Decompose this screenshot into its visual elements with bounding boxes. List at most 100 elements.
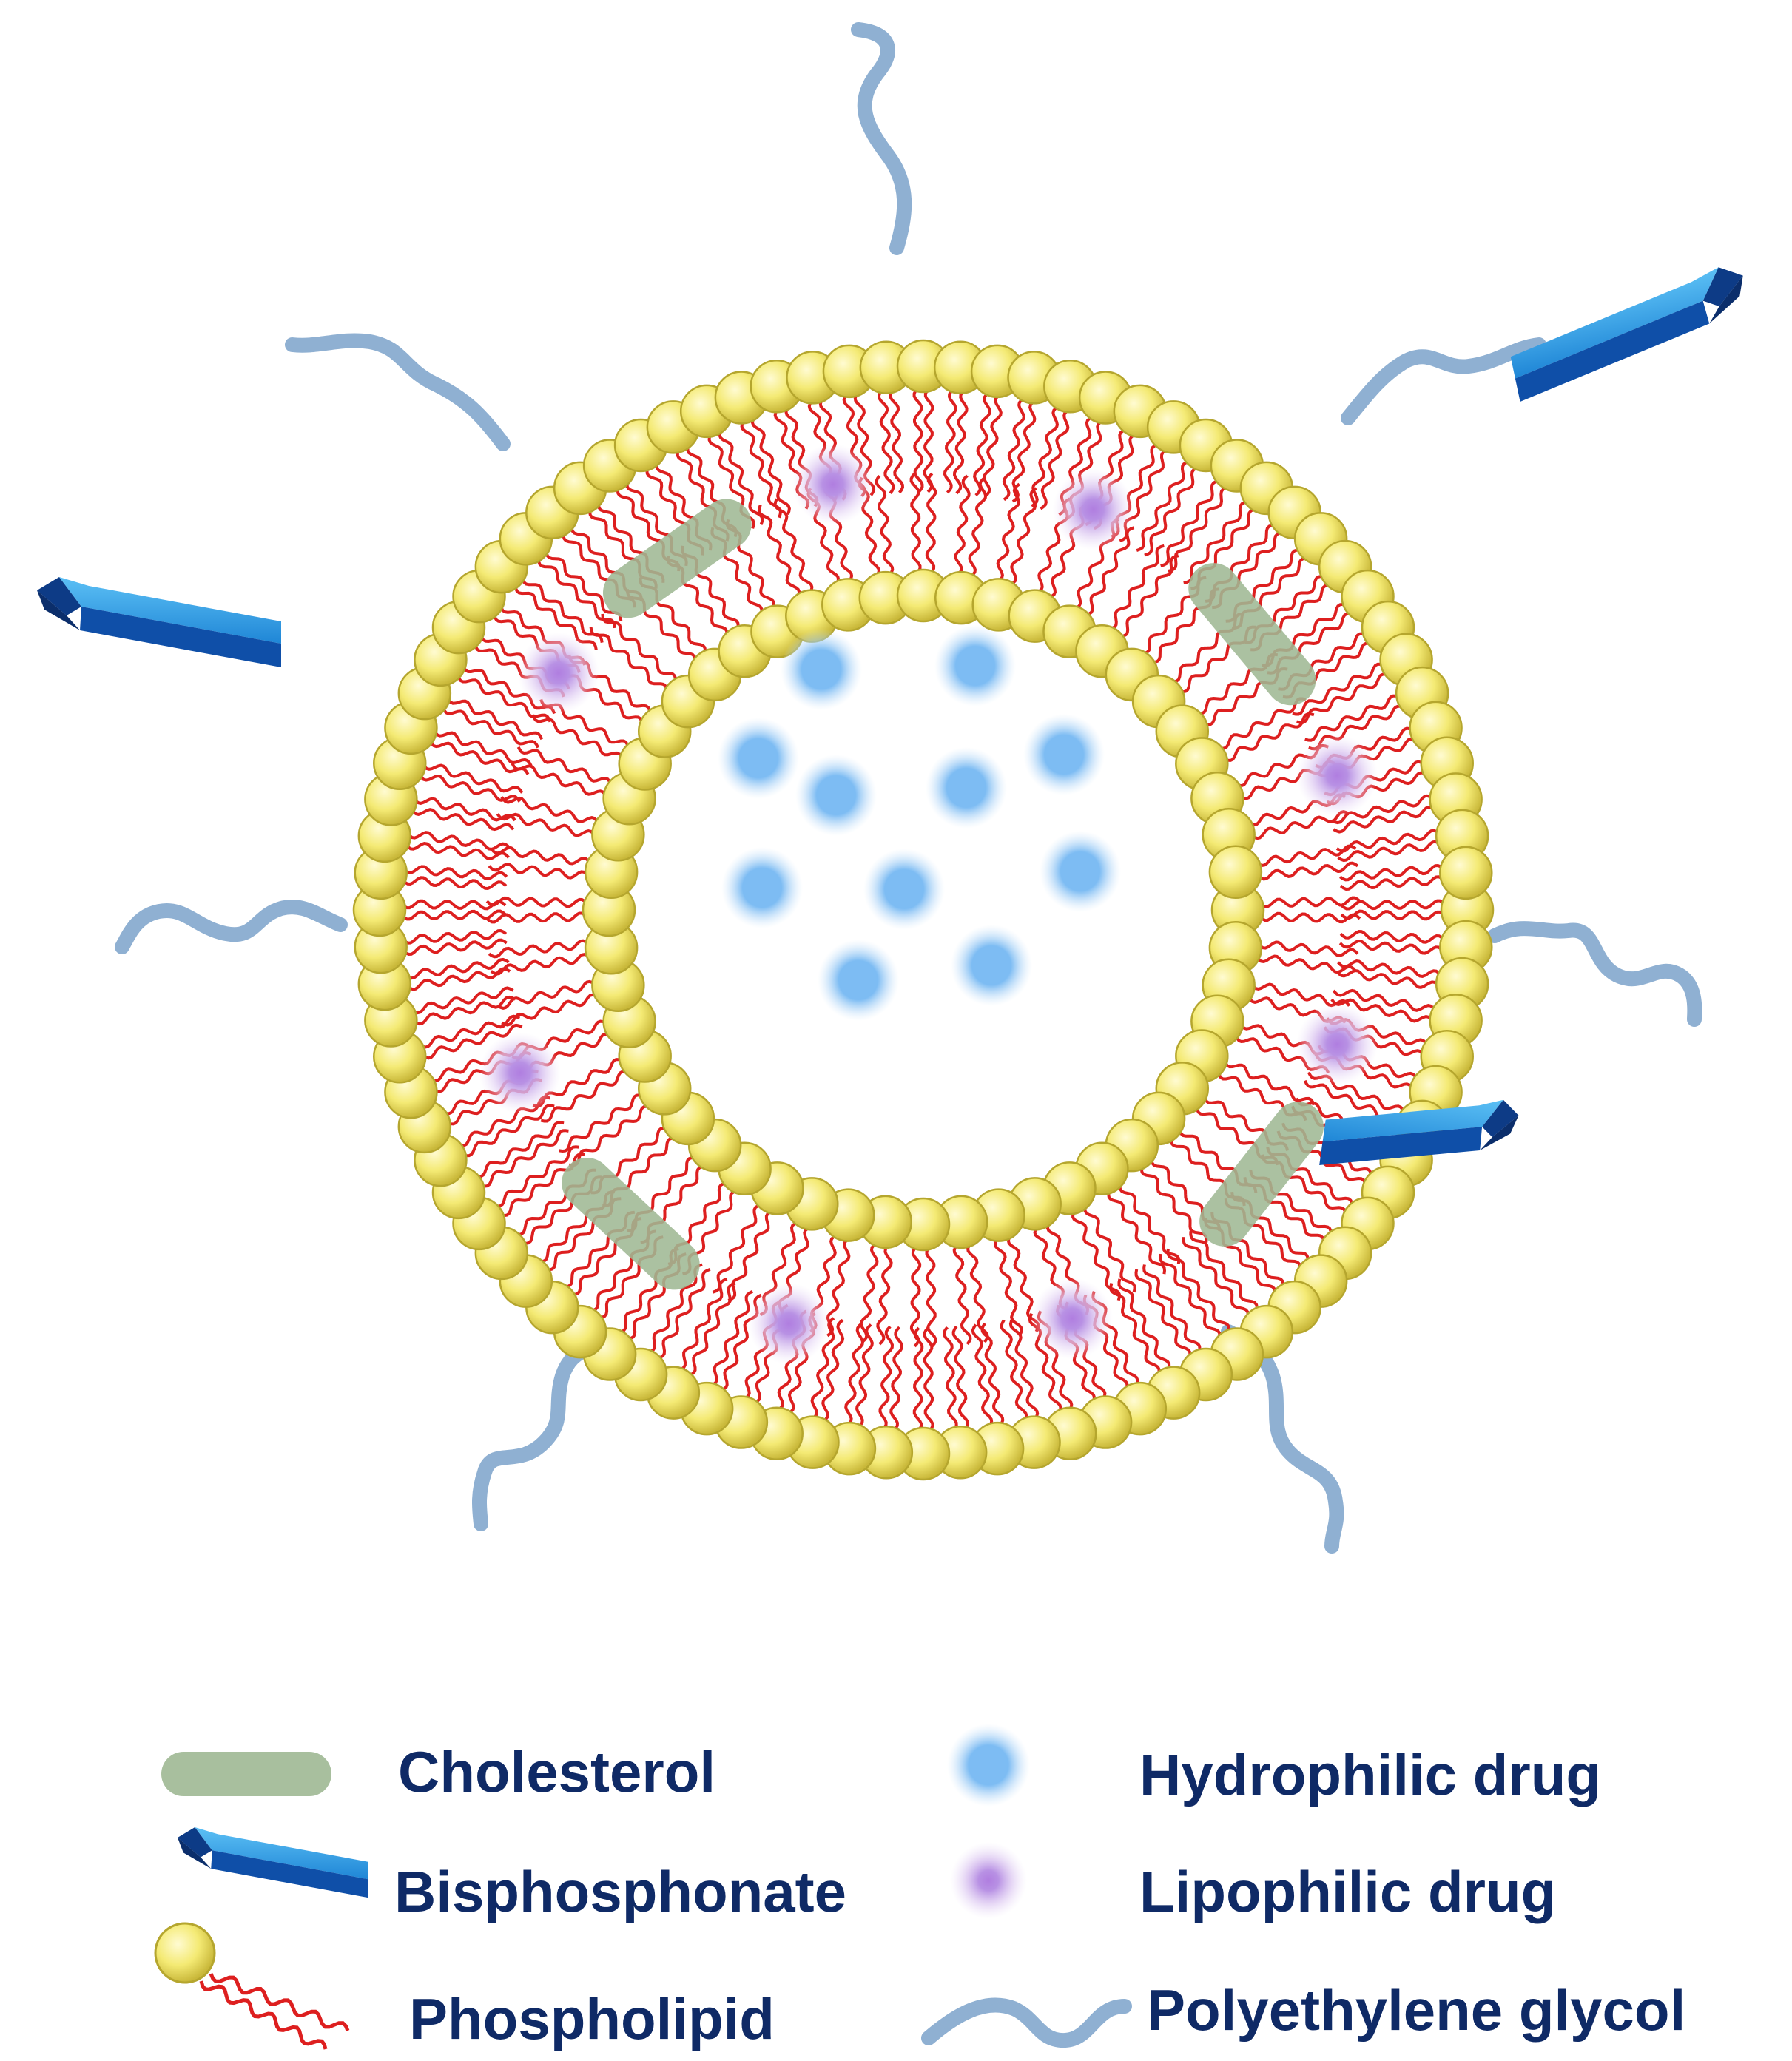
- lipid-tail: [1224, 712, 1315, 762]
- drug-dot-icon: [792, 443, 874, 525]
- drug-dot-icon: [781, 629, 862, 710]
- lipid-tail: [1009, 487, 1037, 587]
- lipid-tail: [1117, 1278, 1171, 1371]
- lipid-tail: [656, 1268, 711, 1360]
- legend-label-lipophilic-drug: Lipophilic drug: [1139, 1859, 1556, 1924]
- lipid-tail: [400, 909, 507, 921]
- lipid-tail: [405, 841, 510, 860]
- lipid-tail: [1006, 1234, 1040, 1332]
- drug-dot-icon: [795, 755, 877, 836]
- lipid-tail: [878, 1325, 895, 1431]
- lipid-tail: [410, 808, 515, 832]
- bisphosphonates: [37, 263, 1759, 1192]
- lipid-tail: [810, 1317, 835, 1421]
- drug-dot-icon: [748, 1283, 830, 1365]
- lipid-tail: [740, 419, 783, 519]
- lipid-tail: [727, 1210, 774, 1302]
- lipid-tail: [1335, 829, 1441, 853]
- drug-dot-icon: [934, 625, 1016, 706]
- lipid-tail: [490, 846, 592, 866]
- lipid-tail: [925, 472, 937, 575]
- drug-dot-icon: [950, 1842, 1027, 1919]
- cholesterol-icon: [1188, 563, 1316, 706]
- lipid-tail: [536, 558, 616, 629]
- lipid-tail: [876, 1244, 893, 1346]
- lipid-tail: [718, 428, 764, 525]
- lipid-tail: [982, 393, 1003, 498]
- bisphosphonate-icon: [37, 577, 281, 667]
- lipid-tail: [485, 911, 588, 924]
- legend-peg: Polyethylene glycol: [921, 1977, 1685, 2048]
- lipid-tail: [750, 416, 791, 516]
- lipid-tail: [1250, 810, 1350, 840]
- lipid-tail: [480, 1129, 569, 1188]
- lipid-tail: [1335, 968, 1441, 989]
- lipid-tail: [1159, 1253, 1222, 1340]
- lipid-tail: [500, 796, 600, 824]
- lipid-tail: [1337, 959, 1442, 979]
- cholesterol-icon: [161, 1752, 331, 1796]
- bisphosphonate-icon: [1501, 263, 1759, 402]
- lipid-tail: [889, 1326, 904, 1432]
- drug-dot-icon: [1296, 1003, 1378, 1085]
- lipid-tail: [1002, 397, 1025, 502]
- lipophilic-drugs: [479, 443, 1378, 1365]
- lipid-tail: [647, 1263, 703, 1355]
- lipid-tail: [1119, 554, 1179, 638]
- lipid-tail: [980, 1322, 1005, 1427]
- lipid-tail: [1223, 1059, 1316, 1106]
- lipid-tail: [971, 1323, 994, 1428]
- legend-phospholipid: Phospholipid: [154, 1922, 775, 2051]
- lipid-tail: [909, 1245, 922, 1348]
- lipid-tail-icon: [199, 1980, 328, 2050]
- lipid-tail: [516, 746, 613, 786]
- legend-label-polyethylene-glycol: Polyethylene glycol: [1147, 1977, 1685, 2043]
- lipid-tail: [1085, 526, 1135, 617]
- lipid-tail: [488, 939, 590, 959]
- lipid-tail: [923, 387, 934, 493]
- lipid-tail: [1256, 844, 1357, 867]
- cholesterol-icon: [602, 499, 752, 618]
- lipid-tail: [501, 993, 599, 1027]
- lipid-tail: [1218, 697, 1307, 750]
- lipid-tail: [1142, 1264, 1202, 1353]
- lipid-tail: [951, 1326, 970, 1431]
- drug-dot-icon: [718, 718, 799, 799]
- lipid-tail: [1339, 929, 1446, 944]
- lipid-tail: [1339, 875, 1445, 891]
- drug-dot-icon: [721, 847, 803, 928]
- lipid-tail: [1259, 896, 1361, 908]
- lipid-tail: [993, 1237, 1023, 1337]
- lipid-tail: [1332, 988, 1437, 1012]
- peg-chain: [115, 900, 348, 954]
- lipid-tail: [418, 774, 521, 803]
- lipid-tail: [1182, 1237, 1250, 1318]
- lipid-tail: [402, 865, 508, 881]
- lipid-tail: [973, 391, 992, 496]
- lipid-tail: [488, 863, 590, 880]
- drug-dot-icon: [863, 849, 945, 930]
- peg-chain: [471, 1330, 610, 1531]
- lipid-tail: [1257, 861, 1359, 881]
- lipid-tail: [411, 986, 514, 1015]
- lipid-tail: [1166, 1248, 1231, 1333]
- lipid-tail: [601, 613, 678, 682]
- drug-dot-icon: [1040, 831, 1121, 912]
- lipid-tail: [1083, 1204, 1136, 1293]
- lipid-tail: [1259, 911, 1361, 924]
- lipid-tail-icon: [209, 1973, 350, 2031]
- lipid-tail: [461, 664, 556, 715]
- peg-chain: [1221, 1324, 1344, 1554]
- lipid-tail: [1257, 940, 1359, 957]
- lipid-tail: [406, 967, 511, 991]
- lipid-tail: [511, 762, 608, 798]
- phospholipid-head: [1208, 845, 1263, 900]
- lipid-tail: [1000, 1319, 1028, 1423]
- lipid-tail: [1189, 1231, 1259, 1311]
- legend-label-bisphosphonate: Bisphosphonate: [394, 1859, 846, 1924]
- lipid-tail: [952, 1244, 972, 1346]
- drug-dot-icon: [818, 940, 899, 1021]
- lipid-tail: [912, 387, 924, 493]
- legend-label-cholesterol: Cholesterol: [398, 1739, 715, 1804]
